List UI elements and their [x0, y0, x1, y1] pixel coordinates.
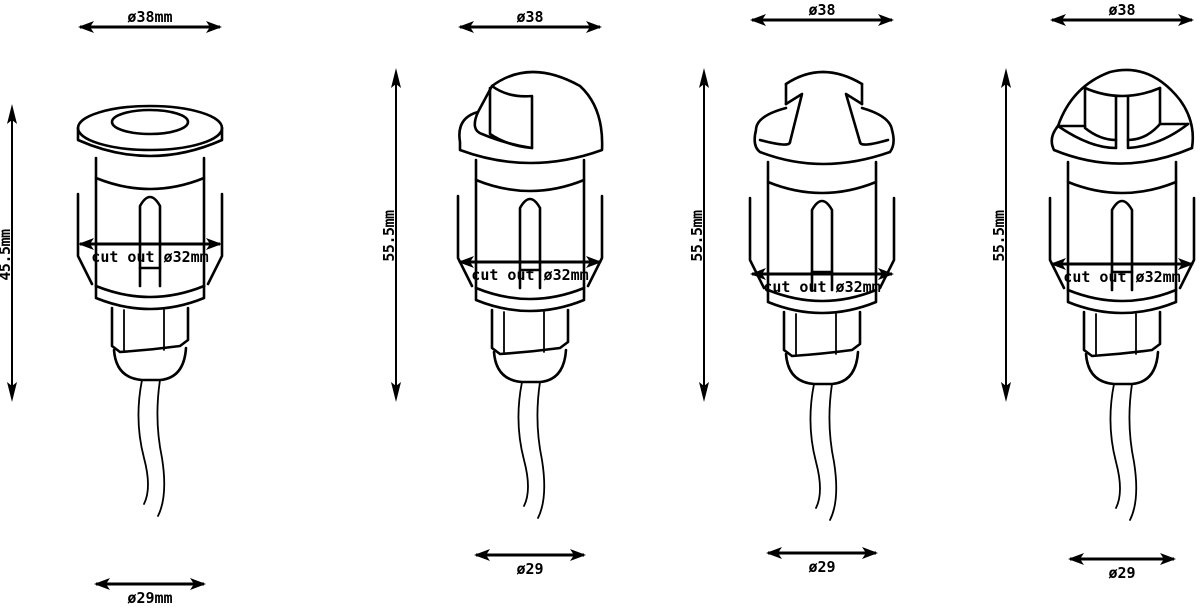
cutout-label: cut out ø32mm	[91, 248, 208, 266]
top-diameter-dimension: ø38	[458, 8, 602, 33]
height-dimension: 55.5mm	[990, 68, 1011, 402]
bottom-diameter-label: ø29	[1108, 564, 1135, 582]
cutout-dimension: cut out ø32mm	[1050, 258, 1194, 286]
bottom-diameter-label: ø29mm	[127, 589, 172, 607]
fixture-two-way-hood: ø38 55.5mm cut out ø32mm	[688, 1, 896, 576]
top-diameter-dimension: ø38	[750, 1, 894, 26]
flat-ring-cap	[76, 104, 224, 158]
cutout-dimension: cut out ø32mm	[78, 238, 222, 266]
one-way-hood-cap	[458, 70, 604, 165]
top-diameter-label: ø38mm	[127, 8, 172, 26]
bottom-diameter-label: ø29	[516, 560, 543, 578]
fixture-one-way-hood: ø38 55.5mm cut out ø32mm ø29	[380, 8, 604, 578]
cutout-label: cut out ø32mm	[763, 278, 880, 296]
cutout-label: cut out ø32mm	[471, 266, 588, 284]
height-dimension: 55.5mm	[380, 68, 401, 402]
cutout-label: cut out ø32mm	[1063, 268, 1180, 286]
top-diameter-dimension: ø38	[1050, 1, 1194, 26]
height-dimension: 45.5mm	[0, 104, 17, 402]
height-dimension: 55.5mm	[688, 68, 709, 402]
top-diameter-label: ø38	[808, 1, 835, 19]
height-label: 45.5mm	[0, 229, 14, 281]
height-label: 55.5mm	[380, 210, 398, 262]
bottom-diameter-label: ø29	[808, 558, 835, 576]
top-diameter-dimension: ø38mm	[78, 8, 222, 33]
fixture-four-way-hood: ø38 55.5mm cut out ø32mm	[990, 1, 1196, 582]
bottom-diameter-dimension: ø29mm	[94, 578, 206, 607]
bottom-diameter-dimension: ø29	[474, 549, 586, 578]
top-diameter-label: ø38	[516, 8, 543, 26]
fixture-round-flat: ø38mm 45.5mm cut out ø32mm ø29mm	[0, 8, 224, 607]
height-label: 55.5mm	[990, 210, 1008, 262]
height-label: 55.5mm	[688, 210, 706, 262]
two-way-hood-cap	[753, 70, 895, 166]
bottom-diameter-dimension: ø29	[766, 547, 878, 576]
bottom-diameter-dimension: ø29	[1068, 553, 1176, 582]
cutout-dimension: cut out ø32mm	[458, 256, 602, 284]
cutout-dimension: cut out ø32mm	[750, 268, 894, 296]
four-way-hood-cap	[1050, 68, 1195, 165]
top-diameter-label: ø38	[1108, 1, 1135, 19]
